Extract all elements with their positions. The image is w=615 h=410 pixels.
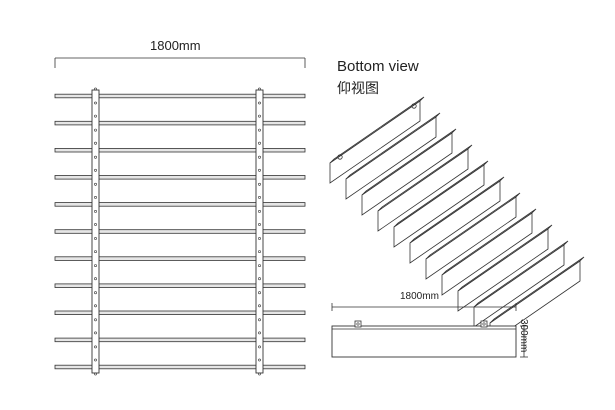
front-slat <box>54 147 306 153</box>
front-rail-hole <box>258 345 261 349</box>
front-hanger-rail <box>91 89 100 374</box>
front-rail-hole <box>94 331 97 335</box>
front-rail-hole <box>258 155 261 159</box>
front-rail-hole <box>94 182 97 186</box>
front-rail-hole <box>258 128 261 132</box>
front-rail-hole <box>258 358 261 362</box>
front-slat <box>54 283 306 288</box>
front-slat <box>54 120 306 126</box>
front-slat <box>54 202 306 207</box>
front-rail-hole <box>258 101 261 105</box>
front-rail-hole <box>258 114 261 118</box>
bottom-fin-panel <box>329 100 421 184</box>
front-rail-hole <box>94 237 97 240</box>
front-view <box>54 57 306 376</box>
bottom-fin-panel <box>409 180 501 264</box>
side-hanger-clip <box>480 320 488 328</box>
bottom-fin-panel <box>393 164 485 248</box>
bottom-view-subtitle: 仰视图 <box>337 81 379 97</box>
bottom-fin-panel <box>425 196 517 280</box>
side-clip-hole <box>356 322 360 326</box>
front-rail-hole <box>94 87 97 91</box>
front-rail-hole <box>94 291 97 295</box>
bottom-fin-panel <box>441 212 533 296</box>
bottom-hanger-clip <box>337 154 343 160</box>
bottom-fin-panel <box>377 148 469 232</box>
front-slat <box>54 93 306 99</box>
front-rail-hole <box>94 101 97 105</box>
front-rail-hole <box>94 128 97 132</box>
bottom-fin-panel <box>473 244 565 328</box>
front-rail-hole <box>94 155 97 159</box>
bottom-fin-panel <box>457 228 549 312</box>
front-rail-hole <box>94 114 97 118</box>
front-rail-hole <box>94 195 97 199</box>
front-hanger-rail <box>255 89 264 374</box>
front-slat <box>54 364 306 370</box>
bottom-view-isometric <box>329 96 585 344</box>
bottom-hanger-clip <box>411 103 417 109</box>
front-rail-hole <box>258 250 261 254</box>
front-rail-hole <box>94 318 97 322</box>
side-view <box>331 303 528 358</box>
bottom-fin-panel <box>361 132 453 216</box>
front-rail-hole <box>258 304 261 308</box>
front-rail-hole <box>258 223 261 226</box>
front-rail-hole <box>94 141 97 145</box>
front-rail-hole <box>258 168 261 172</box>
front-rail-hole <box>94 209 97 213</box>
front-rail-hole <box>258 182 261 186</box>
front-rail-hole <box>94 168 97 172</box>
side-panel-body <box>331 325 517 358</box>
front-rail-hole <box>258 195 261 199</box>
front-rail-hole <box>94 358 97 362</box>
front-rail-hole <box>94 304 97 308</box>
front-rail-hole <box>94 250 97 254</box>
front-rail-hole <box>258 318 261 322</box>
front-rail-hole <box>258 264 261 268</box>
front-rail-hole <box>258 372 261 376</box>
front-rail-hole <box>94 372 97 376</box>
front-width-dimension-label: 1800mm <box>150 38 201 53</box>
front-slat <box>54 337 306 343</box>
front-slat <box>54 229 306 234</box>
side-clip-hole <box>482 322 486 326</box>
side-height-dimension-label: 300mm <box>518 319 529 353</box>
front-rail-hole <box>258 237 261 240</box>
side-hanger-clip <box>354 320 362 328</box>
front-rail-hole <box>94 264 97 268</box>
front-rail-hole <box>258 141 261 145</box>
front-rail-hole <box>94 223 97 226</box>
front-rail-hole <box>258 291 261 295</box>
front-rail-hole <box>258 277 261 281</box>
front-slat <box>54 310 306 315</box>
side-width-dimension-label: 1800mm <box>400 291 439 302</box>
front-slat <box>54 256 306 261</box>
front-rail-hole <box>94 277 97 281</box>
bottom-view-title: Bottom view <box>337 58 419 75</box>
front-slat <box>54 175 306 180</box>
front-rail-hole <box>94 345 97 349</box>
front-rail-hole <box>258 331 261 335</box>
bottom-fin-panel <box>345 116 437 200</box>
front-rail-hole <box>258 209 261 213</box>
front-rail-hole <box>258 87 261 91</box>
